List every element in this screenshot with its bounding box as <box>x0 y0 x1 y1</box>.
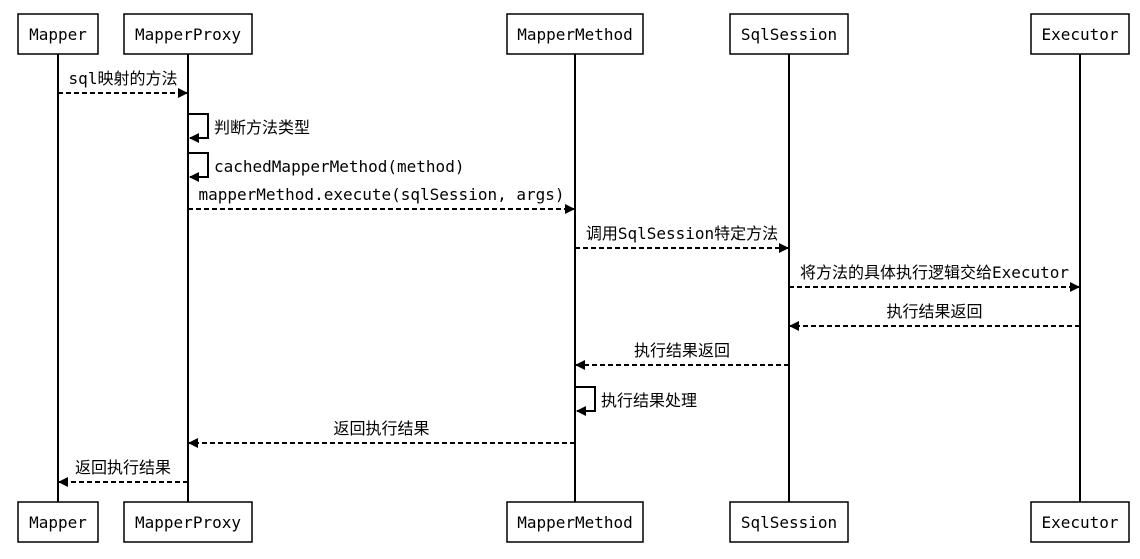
participant-box-bottom-session: SqlSession <box>729 501 849 543</box>
participant-box-top-proxy: MapperProxy <box>123 13 253 55</box>
participant-rect <box>1030 13 1130 55</box>
message-label: 判断方法类型 <box>214 118 310 137</box>
self-call-arrow <box>188 152 209 182</box>
participant-rect <box>506 501 644 543</box>
participant-rect <box>506 13 644 55</box>
self-call-arrow <box>575 386 596 416</box>
message-label: 返回执行结果 <box>75 458 171 477</box>
message-3: cachedMapperMethod(method) <box>188 152 464 182</box>
participant-rect <box>123 501 253 543</box>
participant-box-bottom-mapper: Mapper <box>17 501 99 543</box>
participant-box-top-mapper: Mapper <box>17 13 99 55</box>
message-label: 执行结果返回 <box>886 302 982 321</box>
participant-box-top-executor: Executor <box>1030 13 1130 55</box>
message-label: cachedMapperMethod(method) <box>214 157 464 176</box>
message-1: sql映射的方法 <box>58 69 188 98</box>
message-8: 执行结果返回 <box>575 341 789 370</box>
participant-box-bottom-method: MapperMethod <box>506 501 644 543</box>
participant-label: MapperMethod <box>517 25 633 44</box>
message-label: sql映射的方法 <box>69 69 178 88</box>
message-7: 执行结果返回 <box>789 302 1080 331</box>
self-call-arrow <box>188 113 209 143</box>
participant-rect <box>1030 501 1130 543</box>
message-11: 返回执行结果 <box>58 458 188 487</box>
participant-label: MapperProxy <box>135 25 241 44</box>
message-5: 调用SqlSession特定方法 <box>575 224 789 253</box>
participant-box-top-method: MapperMethod <box>506 13 644 55</box>
participant-rect <box>729 13 849 55</box>
participant-box-bottom-executor: Executor <box>1030 501 1130 543</box>
participant-label: Mapper <box>29 513 87 532</box>
participant-box-bottom-proxy: MapperProxy <box>123 501 253 543</box>
participant-box-top-session: SqlSession <box>729 13 849 55</box>
message-label: 执行结果返回 <box>634 341 730 360</box>
participant-label: Executor <box>1041 25 1118 44</box>
message-label: 调用SqlSession特定方法 <box>586 224 778 243</box>
participant-label: MapperProxy <box>135 513 241 532</box>
message-9: 执行结果处理 <box>575 386 697 416</box>
participant-rect <box>17 13 99 55</box>
message-label: mapperMethod.execute(sqlSession, args) <box>198 185 564 204</box>
message-4: mapperMethod.execute(sqlSession, args) <box>188 185 575 214</box>
message-label: 将方法的具体执行逻辑交给Executor <box>800 263 1069 282</box>
message-6: 将方法的具体执行逻辑交给Executor <box>789 263 1080 292</box>
message-10: 返回执行结果 <box>188 419 575 448</box>
message-2: 判断方法类型 <box>188 113 310 143</box>
participant-label: SqlSession <box>741 25 837 44</box>
participant-rect <box>17 501 99 543</box>
participant-label: Executor <box>1041 513 1118 532</box>
participant-label: MapperMethod <box>517 513 633 532</box>
participant-rect <box>729 501 849 543</box>
message-label: 执行结果处理 <box>601 391 697 410</box>
participant-label: SqlSession <box>741 513 837 532</box>
participant-label: Mapper <box>29 25 87 44</box>
message-label: 返回执行结果 <box>333 419 429 438</box>
participant-rect <box>123 13 253 55</box>
